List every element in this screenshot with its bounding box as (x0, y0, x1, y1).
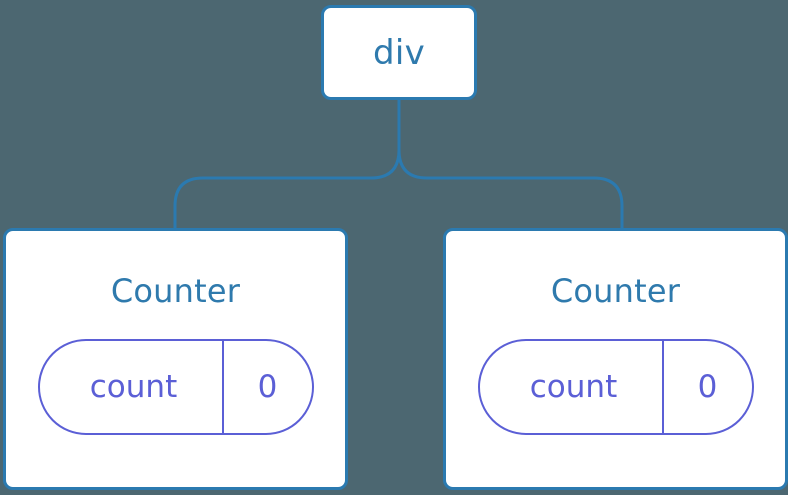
state-value-2: 0 (661, 341, 752, 433)
node-div[interactable]: div (321, 5, 477, 100)
connector-to-left-child (173, 148, 401, 230)
node-counter-1-label: Counter (110, 272, 241, 310)
state-pill-1: count 0 (37, 339, 314, 435)
node-counter-2[interactable]: Counter count 0 (443, 228, 788, 490)
connector-to-right-child (397, 148, 624, 230)
state-key-1: count (89, 368, 178, 405)
state-pill-2: count 0 (477, 339, 754, 435)
node-div-label: div (372, 32, 426, 73)
node-counter-1[interactable]: Counter count 0 (3, 228, 348, 490)
state-value-1: 0 (221, 341, 312, 433)
state-key-2: count (529, 368, 618, 405)
node-counter-2-label: Counter (550, 272, 681, 310)
